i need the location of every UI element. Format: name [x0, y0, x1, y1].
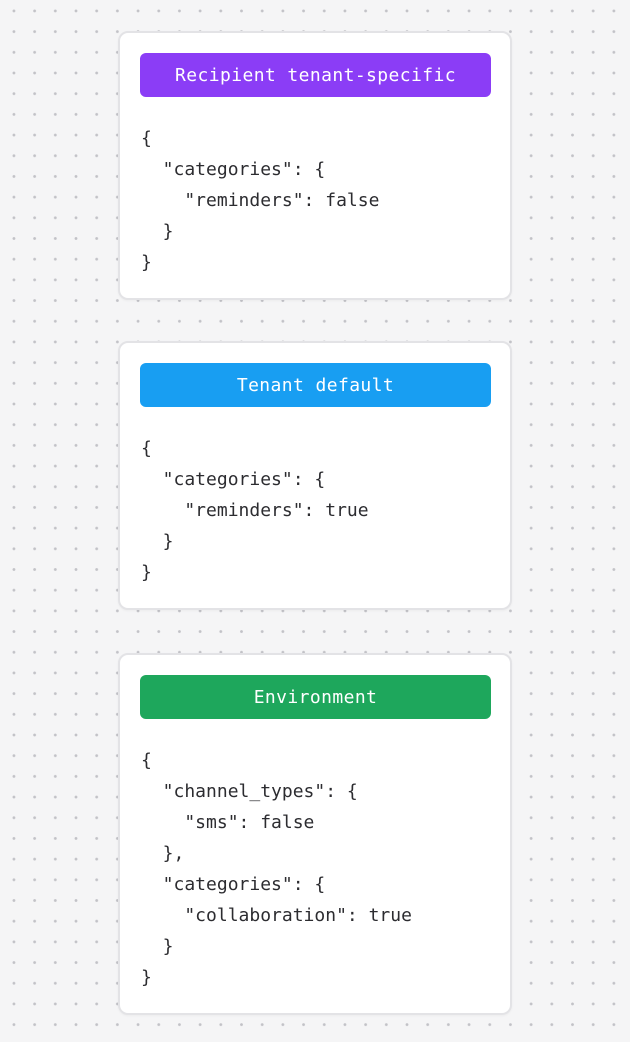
code-block-recipient-tenant-specific: { "categories": { "reminders": false } } — [141, 128, 380, 273]
badge-recipient-tenant-specific: Recipient tenant-specific — [140, 53, 491, 97]
code-block-tenant-default: { "categories": { "reminders": true } } — [141, 438, 369, 583]
card-tenant-default: Tenant default { "categories": { "remind… — [118, 341, 512, 610]
badge-tenant-default: Tenant default — [140, 363, 491, 407]
badge-environment: Environment — [140, 675, 491, 719]
code-block-environment: { "channel_types": { "sms": false }, "ca… — [141, 750, 412, 988]
card-recipient-tenant-specific: Recipient tenant-specific { "categories"… — [118, 31, 512, 300]
card-environment: Environment { "channel_types": { "sms": … — [118, 653, 512, 1015]
